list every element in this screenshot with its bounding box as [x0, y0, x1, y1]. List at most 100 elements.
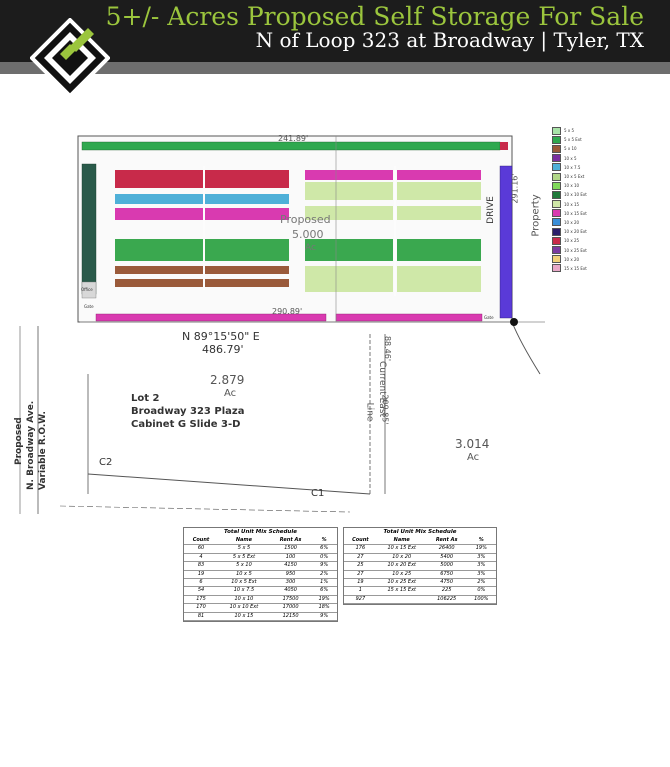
table-cell: 15 x 15 Ext — [376, 586, 427, 596]
property-line-label: Property — [530, 194, 542, 237]
table-cell: 19 — [184, 570, 218, 580]
legend-swatch — [552, 172, 561, 181]
legend-item: 10 x 15 Ext — [552, 209, 587, 218]
legend-swatch — [552, 218, 561, 227]
table-cell: 6% — [311, 586, 337, 596]
legend-label: 10 x 20 Ext — [564, 229, 587, 235]
east-acreage-unit: Ac — [467, 452, 480, 463]
table-cell: 17500 — [269, 595, 312, 605]
table-header: % — [466, 537, 496, 546]
table-cell: 950 — [269, 570, 312, 580]
legend-item: 10 x 20 Ext — [552, 227, 587, 236]
legend-swatch — [552, 144, 561, 153]
table-cell: 10 x 15 — [218, 612, 270, 622]
table-cell: 10 x 10 — [218, 595, 270, 605]
legend-item: 10 x 15 — [552, 200, 587, 209]
table-cell: 225 — [426, 586, 467, 596]
distance-label: 486.79' — [202, 343, 244, 356]
table-cell: 0% — [311, 553, 337, 563]
table-cell: 927 — [344, 595, 377, 605]
table-cell: 27 — [344, 570, 377, 580]
legend-swatch — [552, 163, 561, 172]
legend-label: 10 x 7.5 — [564, 164, 581, 170]
legend-item: 10 x 20 — [552, 218, 587, 227]
table-cell: 10 x 5 Ext — [218, 578, 270, 588]
legend-swatch — [552, 236, 561, 245]
legend-label: 10 x 10 — [564, 183, 580, 189]
legend-item: 10 x 5 Ext — [552, 172, 587, 181]
table-cell: 175 — [184, 595, 218, 605]
street-proposed: Proposed — [14, 417, 24, 465]
legend-label: 5 x 5 — [564, 128, 574, 134]
table-cell — [376, 595, 427, 605]
header-strip — [0, 62, 670, 74]
legend-label: 10 x 5 Ext — [564, 174, 585, 180]
table-cell: 3% — [466, 570, 496, 580]
page-subtitle: N of Loop 323 at Broadway | Tyler, TX — [255, 28, 644, 52]
table-cell: 6 — [184, 578, 218, 588]
table-header: Count — [184, 537, 218, 546]
site-plan — [19, 135, 545, 514]
table-header: Rent As — [269, 537, 312, 546]
legend-label: 10 x 20 — [564, 219, 580, 225]
table-cell: 6% — [311, 544, 337, 554]
lot-cabinet: Cabinet G Slide 3-D — [131, 419, 241, 430]
table-cell: 10 x 10 Ext — [218, 603, 270, 613]
table-cell: 2% — [311, 570, 337, 580]
table-cell: 25 — [344, 561, 377, 571]
legend-label: 10 x 10 Ext — [564, 192, 587, 198]
legend-item: 10 x 5 — [552, 154, 587, 163]
dimension-88: 88.46' — [383, 335, 393, 362]
table-cell: 9% — [311, 561, 337, 571]
legend-swatch — [552, 246, 561, 255]
table-cell: 10 x 15 Ext — [376, 544, 427, 554]
drive-label: DRIVE — [485, 196, 496, 224]
legend-item: 10 x 7.5 — [552, 163, 587, 172]
brand-logo-icon — [30, 18, 110, 98]
table-cell: 5 x 10 — [218, 561, 270, 571]
table-cell: 10 x 25 Ext — [376, 578, 427, 588]
gate-right-label: Gate — [484, 315, 494, 320]
legend-label: 10 x 25 — [564, 238, 580, 244]
table-cell: 10 x 20 Ext — [376, 561, 427, 571]
table-header: Count — [344, 537, 377, 546]
legend-label: 10 x 5 — [564, 155, 577, 161]
table-cell: 19% — [466, 544, 496, 554]
table-cell: 4 — [184, 553, 218, 563]
north-dimension: 241.89' — [278, 134, 309, 143]
table-cell: 19 — [344, 578, 377, 588]
legend-item: 10 x 25 — [552, 236, 587, 245]
table-cell: 2% — [466, 578, 496, 588]
bearing-label: N 89°15'50" E — [182, 330, 260, 343]
table-cell: 5 x 5 Ext — [218, 553, 270, 563]
table-cell: 6750 — [426, 570, 467, 580]
legend-label: 10 x 15 Ext — [564, 210, 587, 216]
legend-label: 10 x 20 — [564, 256, 580, 262]
acreage-label: 5.000 — [292, 228, 324, 241]
table-header: % — [311, 537, 337, 546]
table-header: Rent As — [426, 537, 467, 546]
table-cell: 12150 — [269, 612, 312, 622]
legend-label: 5 x 5 Ext — [564, 137, 582, 143]
table-cell: 100 — [269, 553, 312, 563]
table-cell: 54 — [184, 586, 218, 596]
table-cell: 5400 — [426, 553, 467, 563]
legend-swatch — [552, 255, 561, 264]
street-row: Variable R.O.W. — [38, 411, 48, 490]
table-cell: 1 — [344, 586, 377, 596]
legend-item: 10 x 25 Ext — [552, 245, 587, 255]
